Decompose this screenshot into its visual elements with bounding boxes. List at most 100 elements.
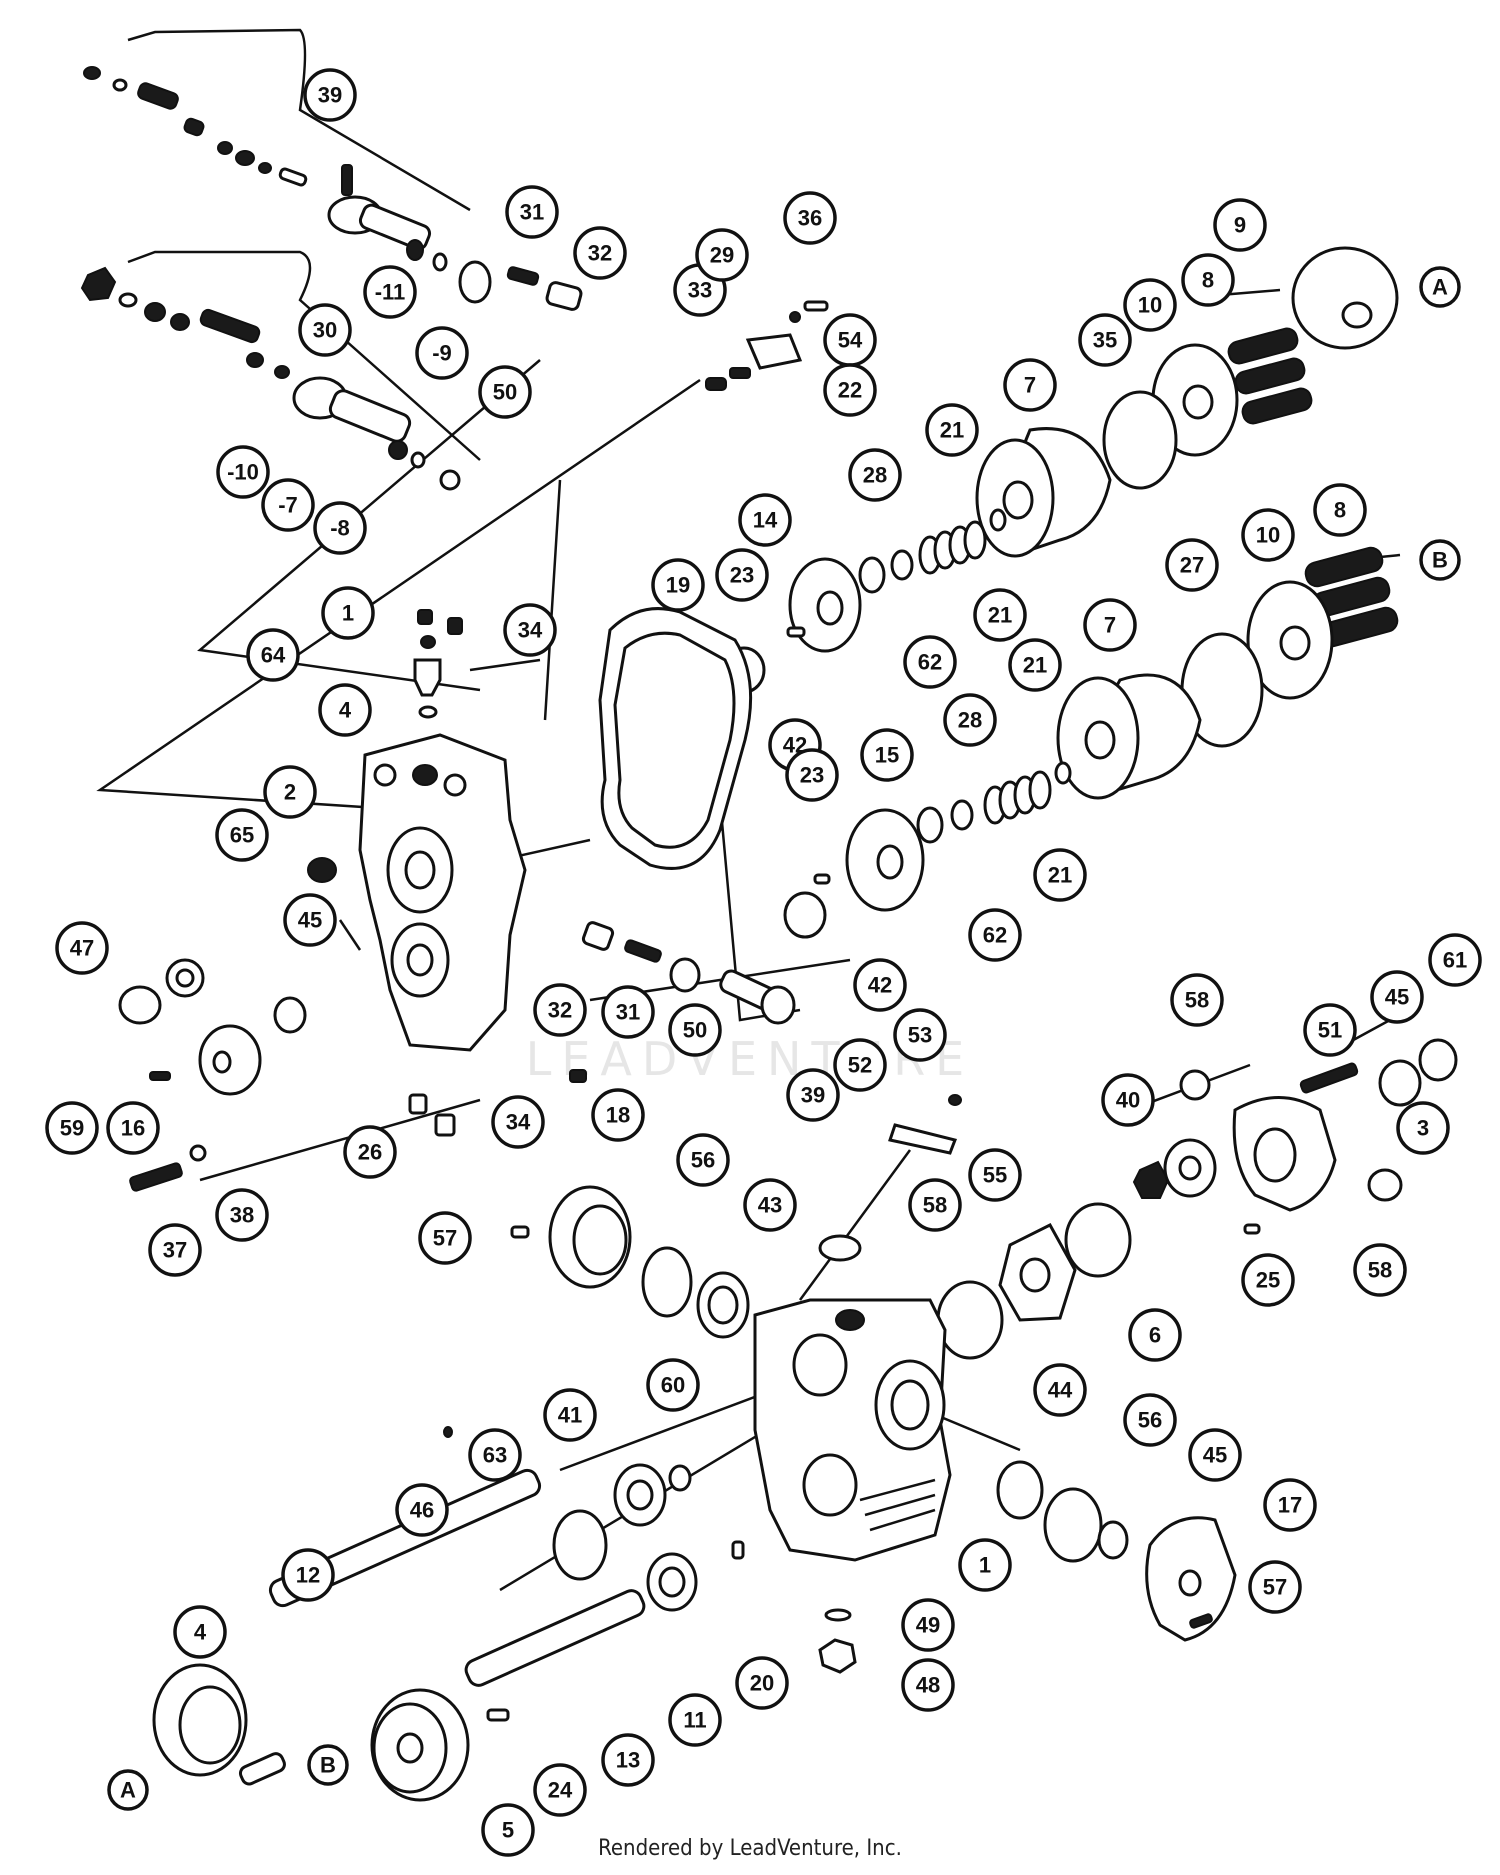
callout-circle <box>848 448 902 502</box>
callout-54-c54: 54 <box>823 313 877 367</box>
spring-upper <box>918 520 987 575</box>
callout-21-c21c: 21 <box>1008 638 1062 692</box>
callout-circle <box>968 908 1022 962</box>
footer-credit: Rendered by LeadVenture, Inc. <box>598 1836 902 1861</box>
callout-number: 7 <box>1024 373 1036 398</box>
callout-circle <box>303 68 357 122</box>
callout-58-c58a: 58 <box>1170 973 1224 1027</box>
callout-49-c49: 49 <box>901 1598 955 1652</box>
callout-45-c45b: 45 <box>1370 970 1424 1024</box>
spring-lower <box>983 770 1052 825</box>
callout-circle <box>1101 1073 1155 1127</box>
callout-number: 23 <box>800 763 824 788</box>
callout-62-c62b: 62 <box>968 908 1022 962</box>
callout-number: 53 <box>908 1023 932 1048</box>
callout-40-c40: 40 <box>1101 1073 1155 1127</box>
callout-number: 43 <box>758 1193 782 1218</box>
callout-number: 23 <box>730 563 754 588</box>
callout-number: 38 <box>230 1203 254 1228</box>
callout-number: -8 <box>330 516 350 541</box>
callout-63-c63: 63 <box>468 1428 522 1482</box>
callout-circle <box>533 1763 587 1817</box>
callout-circle <box>783 191 837 245</box>
callout-number: -7 <box>278 493 298 518</box>
callout-number: 27 <box>1180 553 1204 578</box>
callout-9-c9a: 9 <box>1213 198 1267 252</box>
callout-circle <box>1353 1243 1407 1297</box>
callout-circle <box>1078 313 1132 367</box>
callout-46-c46: 46 <box>395 1483 449 1537</box>
callout-37-c37: 37 <box>148 1223 202 1277</box>
callout-number: 13 <box>616 1748 640 1773</box>
callout-28-c28a: 28 <box>848 448 902 502</box>
callout-5-c5: 5 <box>481 1803 535 1857</box>
callout-number: 21 <box>1048 863 1072 888</box>
callout-64-c64: 64 <box>246 628 300 682</box>
callout-circle <box>1419 539 1461 581</box>
callout-circle <box>491 1095 545 1149</box>
callout-number: 65 <box>230 823 254 848</box>
callout-number: 57 <box>433 1226 457 1251</box>
callout-circle <box>1123 278 1177 332</box>
callout-32-c32b: 32 <box>533 983 587 1037</box>
callout-38-c38: 38 <box>215 1188 269 1242</box>
callout-number: 50 <box>493 380 517 405</box>
callout-number: 45 <box>1203 1443 1227 1468</box>
callout-number: 26 <box>358 1140 382 1165</box>
callout-circle <box>246 628 300 682</box>
callout-circle <box>261 478 315 532</box>
callout-circle <box>1313 483 1367 537</box>
callout-circle <box>943 693 997 747</box>
valve-assembly-lower <box>80 266 461 491</box>
callout-circle <box>343 1125 397 1179</box>
callout-number: 8 <box>1334 498 1346 523</box>
callout-number: 7 <box>1104 613 1116 638</box>
callout-number: 51 <box>1318 1018 1342 1043</box>
callout-35-c35: 35 <box>1078 313 1132 367</box>
callout-number: 47 <box>70 936 94 961</box>
callout-16-c16: 16 <box>106 1101 160 1155</box>
callout-number: 44 <box>1048 1378 1073 1403</box>
callout-circle <box>973 588 1027 642</box>
callout-circle <box>1170 973 1224 1027</box>
callout-number: 21 <box>940 418 964 443</box>
callout-58-c58c: 58 <box>1353 1243 1407 1297</box>
callout-circle <box>307 1744 349 1786</box>
callout-number: 30 <box>313 318 337 343</box>
callout-number: 20 <box>750 1671 774 1696</box>
callout-number: 29 <box>710 243 734 268</box>
callout-32-c32a: 32 <box>573 226 627 280</box>
callout-number: 1 <box>979 1553 991 1578</box>
callout-circle <box>107 1769 149 1811</box>
callout-number: 5 <box>502 1818 514 1843</box>
callout-number: 45 <box>298 908 322 933</box>
callout-14-c14: 14 <box>738 493 792 547</box>
callout-circle <box>823 363 877 417</box>
callout-number: 45 <box>1385 985 1409 1010</box>
callout-56-c56b: 56 <box>1123 1393 1177 1447</box>
callout-55-c55: 55 <box>968 1148 1022 1202</box>
callout-39-c39b: 39 <box>786 1068 840 1122</box>
callout-number: 46 <box>410 1498 434 1523</box>
callout-8-c8a: 8 <box>1181 253 1235 307</box>
callout-number: 17 <box>1278 1493 1302 1518</box>
callout-number: 60 <box>661 1373 685 1398</box>
shaft-13 <box>464 1589 646 1687</box>
callout-44-c44: 44 <box>1033 1363 1087 1417</box>
callout-50-c50a: 50 <box>478 365 532 419</box>
callout-31-c31b: 31 <box>601 985 655 1039</box>
callout-number: 32 <box>588 241 612 266</box>
callout-circle <box>1165 538 1219 592</box>
callout-number: 54 <box>838 328 863 353</box>
callout-circle <box>415 326 469 380</box>
callout-circle <box>715 548 769 602</box>
callout-circle <box>651 558 705 612</box>
callout-circle <box>735 1656 789 1710</box>
callout-12-c12: 12 <box>281 1548 335 1602</box>
callout-number: 39 <box>801 1083 825 1108</box>
callout-circle <box>785 748 839 802</box>
callout-circle <box>668 1003 722 1057</box>
callout-number: 16 <box>121 1116 145 1141</box>
callout-15-c15: 15 <box>860 728 914 782</box>
callout-39-c39a: 39 <box>303 68 357 122</box>
